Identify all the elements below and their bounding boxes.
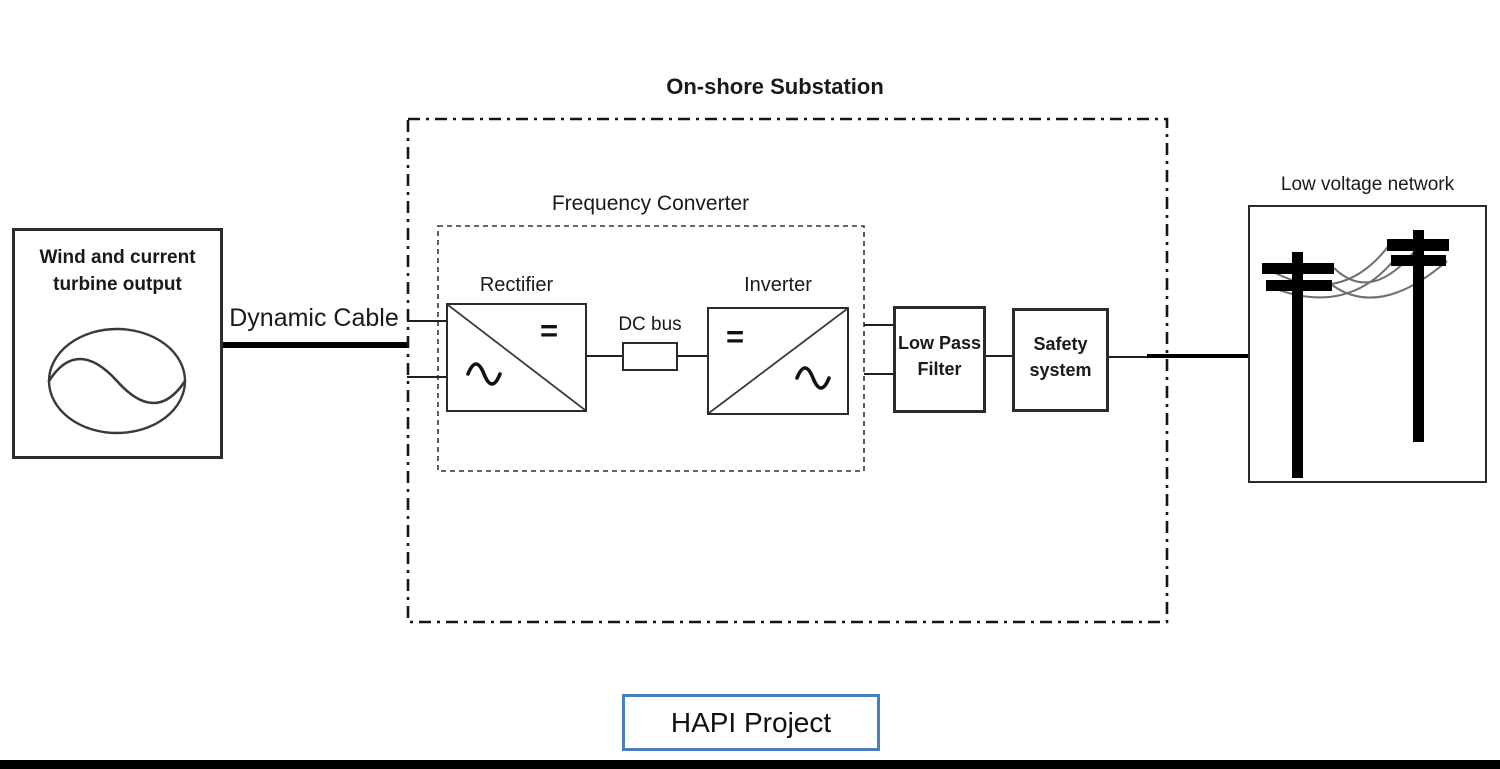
frequency-converter-label: Frequency Converter (551, 192, 750, 215)
dc-symbol: = (540, 313, 559, 348)
lpf-safety-line (986, 355, 1012, 357)
safety-system-box (1012, 308, 1109, 412)
inverter-box: = (707, 307, 849, 415)
input-line-bottom (407, 376, 446, 378)
safety-system-label: Safety system (1029, 334, 1092, 380)
dc-bus-label: DC bus (618, 314, 682, 335)
output-line-top (864, 324, 893, 326)
low-pass-filter-label: Low Pass Filter (897, 333, 982, 379)
rectifier-dcbus-line (587, 355, 622, 357)
safety-output-line (1109, 356, 1149, 358)
rectifier-box: = (446, 303, 587, 412)
project-title-label: HAPI Project (670, 706, 832, 738)
dynamic-cable-line (223, 342, 407, 348)
low-pass-filter-box (893, 306, 986, 413)
dc-bus-box (622, 342, 678, 371)
input-line-top (407, 320, 446, 322)
project-title-box: HAPI Project (622, 694, 880, 751)
rectifier-label: Rectifier (479, 274, 554, 296)
sine-wave-icon (466, 362, 502, 386)
dc-symbol: = (726, 319, 745, 354)
substation-title: On-shore Substation (666, 74, 884, 99)
power-poles-icon (1262, 230, 1449, 478)
inverter-diagonal (709, 309, 847, 413)
frequency-converter-boundary (437, 225, 865, 472)
turbine-output-label: Wind and current turbine output (39, 247, 196, 295)
turbine-output-box: Wind and current turbine output (12, 228, 223, 459)
low-voltage-network-label: Low voltage network (1280, 174, 1455, 195)
rectifier-diagonal (448, 305, 585, 410)
ac-source-icon (47, 327, 187, 435)
inverter-label: Inverter (744, 274, 812, 296)
low-voltage-network-box (1248, 205, 1487, 483)
substation-boundary (406, 117, 1169, 624)
dynamic-cable-label: Dynamic Cable (229, 304, 399, 332)
output-line-bottom (864, 373, 893, 375)
dcbus-inverter-line (678, 355, 707, 357)
footer-bar (0, 760, 1500, 769)
sine-wave-icon (795, 366, 831, 390)
grid-feed-line (1147, 354, 1248, 358)
